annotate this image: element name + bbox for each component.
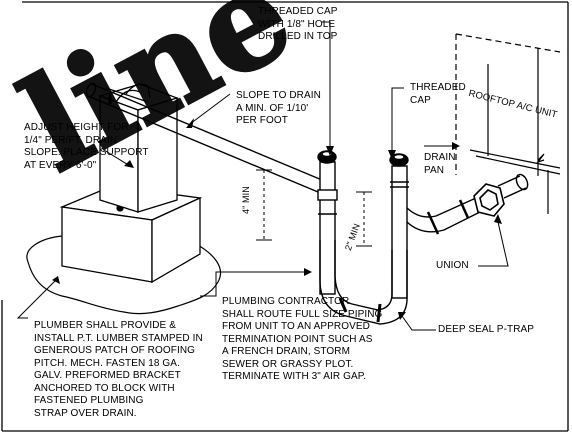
dimension-4in xyxy=(256,169,272,241)
label-adjust-height: ADJUST HEIGHT FOR 1/4" PER/FT. DRAIN SLO… xyxy=(24,122,149,172)
label-4in-min: 4" MIN xyxy=(241,186,251,214)
label-line: STRAP OVER DRAIN. xyxy=(34,407,137,419)
label-line: 1/4" PER/FT. DRAIN xyxy=(24,134,118,146)
label-line: TERMINATE WITH 3" AIR GAP. xyxy=(222,371,367,382)
sloped-drain-pipe xyxy=(85,82,323,193)
p-trap xyxy=(319,240,408,325)
label-deep-seal-p-trap: DEEP SEAL P-TRAP xyxy=(438,324,535,335)
arrowheads xyxy=(52,118,502,320)
label-line: SEWER OR GRASSY PLOT. xyxy=(222,358,354,370)
label-line: PAN xyxy=(424,164,445,176)
label-line: ADJUST HEIGHT FOR xyxy=(24,122,129,133)
label-line: AT EVERY 6'-0" xyxy=(24,159,97,171)
label-plumber-note: PLUMBER SHALL PROVIDE & INSTALL P.T. LUM… xyxy=(34,320,203,420)
label-line: SLOPE TO DRAIN xyxy=(236,90,321,101)
label-slope: SLOPE TO DRAIN A MIN. OF 1/10' PER FOOT xyxy=(236,90,321,128)
cleanout-tee xyxy=(317,150,338,295)
label-line: FROM UNIT TO AN APPROVED xyxy=(222,321,370,332)
label-threaded-cap-hole: THREADED CAP WITH 1/8" HOLE DRILLED IN T… xyxy=(258,6,338,44)
label-threaded-cap: THREADED CAP xyxy=(410,82,466,107)
unit-connection-pipe xyxy=(406,173,529,235)
label-line: DRAIN xyxy=(424,152,456,163)
label-line: A FRENCH DRAIN, STORM xyxy=(222,346,351,357)
label-line: PLUMBER SHALL PROVIDE & xyxy=(34,320,176,331)
rooftop-ac-unit xyxy=(455,33,561,214)
union-fitting xyxy=(473,183,505,217)
lumber-post xyxy=(97,83,180,213)
label-line: SHALL ROUTE FULL SIZE PIPING xyxy=(222,308,383,320)
support-bracket xyxy=(105,83,151,103)
label-line: FASTENED PLUMBING xyxy=(34,395,144,406)
label-line: GENEROUS PATCH OF ROOFING xyxy=(34,345,196,356)
label-drain-pan: DRAIN PAN xyxy=(424,152,456,177)
label-line: THREADED CAP xyxy=(258,6,338,17)
label-line: SLOPE. PLACE SUPPORT xyxy=(24,147,149,158)
label-line: A MIN. OF 1/10' xyxy=(236,102,309,114)
riser-pipe xyxy=(389,153,409,299)
label-line: PER FOOT xyxy=(236,115,288,126)
label-union: UNION xyxy=(436,260,469,271)
dimension-2in xyxy=(356,191,372,247)
label-line: GALV. PREFORMED BRACKET xyxy=(34,370,181,381)
label-line: WITH 1/8" HOLE xyxy=(258,18,336,30)
label-line: CAP xyxy=(410,94,431,106)
label-line: THREADED xyxy=(410,82,466,93)
leader-lines xyxy=(16,21,509,331)
label-line: PITCH. MECH. FASTEN 18 GA. xyxy=(34,357,180,369)
label-line: INSTALL P.T. LUMBER STAMPED IN xyxy=(34,332,203,344)
label-plumbing-contractor: PLUMBING CONTRACTOR SHALL ROUTE FULL SIZ… xyxy=(222,296,382,384)
label-line: ANCHORED TO BLOCK WITH xyxy=(34,382,175,394)
label-line: TERMINATION POINT SUCH AS xyxy=(222,333,373,345)
label-line: PLUMBING CONTRACTOR xyxy=(222,296,350,307)
label-line: DRILLED IN TOP xyxy=(258,31,338,42)
